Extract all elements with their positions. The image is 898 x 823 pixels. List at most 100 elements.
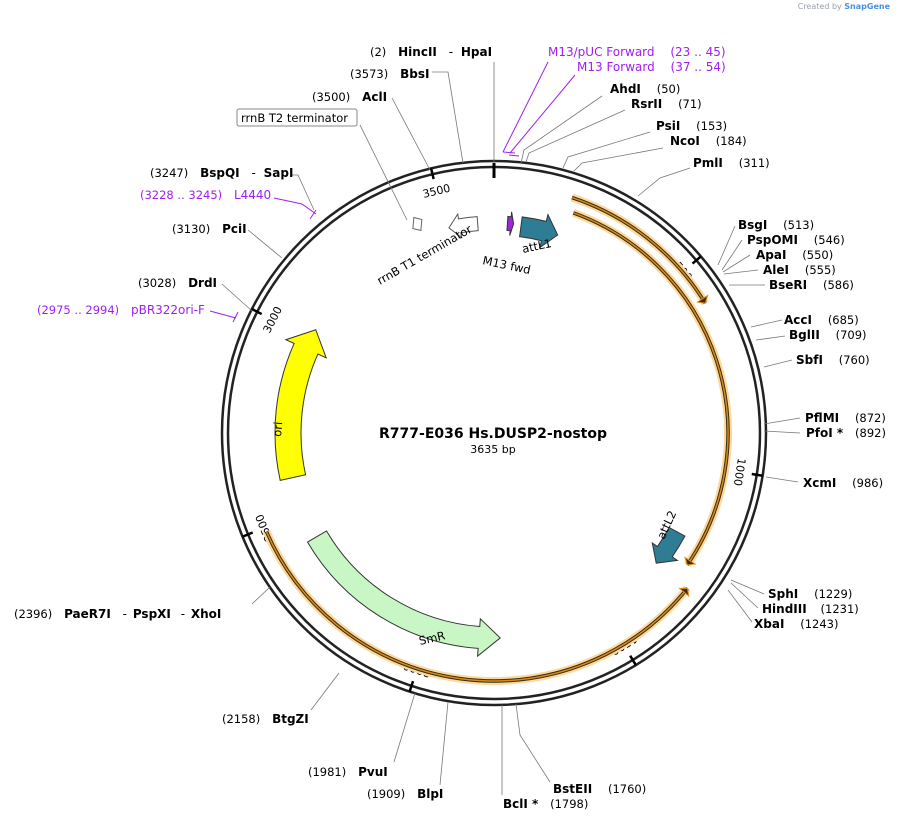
leader-pcii — [247, 229, 283, 259]
enzyme-pflmi: PflMI — [805, 411, 839, 425]
enzyme-xbai: XbaI — [754, 617, 784, 631]
leader-l4440 — [273, 197, 317, 215]
rrnb-t2-terminator — [412, 216, 423, 232]
primer-l4440-row: (3228 .. 3245) L4440 — [140, 188, 271, 202]
attL2-arrow — [651, 526, 686, 564]
enzyme-pmli-row: PmlI (311) — [693, 156, 770, 170]
enzyme-btgzi-row: (2158) BtgZI — [222, 712, 309, 726]
primer-mark-m13fwd — [508, 154, 520, 157]
enzyme-pspxi: PspXI — [133, 607, 171, 621]
enzyme-paer7i: PaeR7I — [64, 607, 111, 621]
leader-hindiii — [730, 582, 759, 609]
leader-pspomi — [721, 239, 743, 271]
leader-bbsi — [432, 71, 464, 164]
enzyme-bglii: BglII — [789, 328, 820, 342]
enzyme-psii-row: PsiI (153) — [656, 119, 727, 133]
primer-leader-lines — [209, 61, 576, 323]
enzyme-ncoi-row: NcoI (184) — [670, 134, 747, 148]
enzyme-bglii-row: BglII (709) — [789, 328, 867, 342]
primer-pbr322ori-row: (2975 .. 2994) pBR322ori-F — [37, 303, 205, 317]
enzyme-acci-pos: (685) — [828, 313, 859, 327]
leader-paer7i — [251, 586, 271, 605]
leader-bspqi — [292, 174, 315, 211]
enzyme-pvui-row: (1981) PvuI — [308, 765, 388, 779]
enzyme-rsrii: RsrII — [631, 97, 662, 111]
ring-tick-3500 — [429, 168, 435, 180]
enzyme-pspomi-row: PspOMI (546) — [747, 233, 845, 247]
enzyme-sphi-row: SphI (1229) — [768, 587, 852, 601]
enzyme-bcli: BclI * — [503, 797, 539, 811]
enzyme-ahdi-pos: (50) — [657, 82, 681, 96]
enzyme-sbfi-row: SbfI (760) — [796, 353, 870, 367]
enzyme-bseri-pos: (586) — [823, 278, 854, 292]
plasmid-length: 3635 bp — [470, 443, 515, 456]
enzyme-blpi: BlpI — [417, 787, 443, 801]
ring-tick-1500 — [629, 655, 637, 666]
enzyme-alei: AleI — [763, 263, 789, 277]
ring-tick-label-1000: 1000 — [731, 457, 748, 487]
enzyme-acci-row: AccI (685) — [784, 313, 859, 327]
leader-bsgi — [717, 225, 736, 266]
enzyme-ahdi-row: AhdI (50) — [610, 82, 680, 96]
enzyme-hindiii-row: HindIII (1231) — [762, 602, 859, 616]
leader-bglii — [755, 335, 786, 341]
attl1-label: attL1 — [521, 236, 553, 256]
attL1-arrow — [519, 213, 559, 249]
rrnb-t2-label-box — [236, 108, 358, 127]
enzyme-acli: AclI — [362, 90, 387, 104]
enzyme-bseri: BseRI — [769, 278, 807, 292]
enzyme-pflmi-pos: (872) — [855, 411, 886, 425]
primer-l4440-range: (3228 .. 3245) — [140, 188, 222, 202]
enzyme-paer7i-row: (2396) PaeR7I - PspXI - XhoI — [14, 607, 221, 621]
enzyme-pspomi: PspOMI — [747, 233, 798, 247]
enzyme-bsgi-row: BsgI (513) — [738, 218, 814, 232]
leader-psii — [562, 131, 651, 169]
enzyme-xhoi: XhoI — [191, 607, 222, 621]
enzyme-bsteii-row: BstEII (1760) — [553, 782, 646, 796]
enzyme-joiner: - — [181, 607, 185, 621]
enzyme-xcmi: XcmI — [803, 476, 836, 490]
leader-pfoi — [763, 430, 801, 434]
leader-acli — [391, 97, 431, 171]
smr-arrow — [306, 530, 501, 658]
smr-label: SmR — [418, 628, 447, 648]
enzyme-xcmi-pos: (986) — [852, 476, 883, 490]
enzyme-hpai: HpaI — [461, 45, 492, 59]
enzyme-drdi: DrdI — [188, 276, 217, 290]
enzyme-bseri-row: BseRI (586) — [769, 278, 854, 292]
enzyme-pfoi-row: PfoI * (892) — [806, 426, 886, 440]
leader-apai — [722, 254, 751, 273]
ori-arrow — [274, 329, 328, 482]
orf-arrow-outer-core — [571, 196, 706, 304]
enzyme-hincii: HincII — [398, 45, 437, 59]
enzyme-sbfi: SbfI — [796, 353, 823, 367]
leader-ncoi — [573, 147, 664, 172]
enzyme-hincii-row: (2) HincII - HpaI — [370, 45, 492, 59]
enzyme-ahdi: AhdI — [610, 82, 641, 96]
primer-l4440: L4440 — [234, 188, 271, 202]
enzyme-acli-row: (3500) AclI — [312, 90, 387, 104]
primer-mark-pbr322ori — [232, 311, 239, 323]
credit-text: Created by — [797, 2, 842, 11]
enzyme-blpi-pos: (1909) — [367, 787, 405, 801]
enzyme-drdi-row: (3028) DrdI — [138, 276, 217, 290]
leader-m13puc — [502, 61, 549, 153]
enzyme-pvui: PvuI — [358, 765, 388, 779]
enzyme-hincii-pos: (2) — [370, 45, 386, 59]
enzyme-acci: AccI — [784, 313, 812, 327]
primer-mark-m13puc — [502, 151, 516, 154]
ring-tick-2000 — [408, 680, 415, 692]
orf-arrow-bottom-head — [678, 587, 690, 598]
primer-pbr322ori-range: (2975 .. 2994) — [37, 303, 119, 317]
enzyme-pflmi-row: PflMI (872) — [805, 411, 886, 425]
ori-label: ori — [270, 421, 285, 437]
enzyme-apai-pos: (550) — [802, 248, 833, 262]
leader-xcmi — [765, 476, 799, 483]
enzyme-xbai-row: XbaI (1243) — [754, 617, 838, 631]
enzyme-xcmi-row: XcmI (986) — [803, 476, 883, 490]
leader-rrnbt2 — [359, 124, 408, 221]
enzyme-psii: PsiI — [656, 119, 680, 133]
enzyme-apai: ApaI — [756, 248, 786, 262]
enzyme-bglii-pos: (709) — [836, 328, 867, 342]
